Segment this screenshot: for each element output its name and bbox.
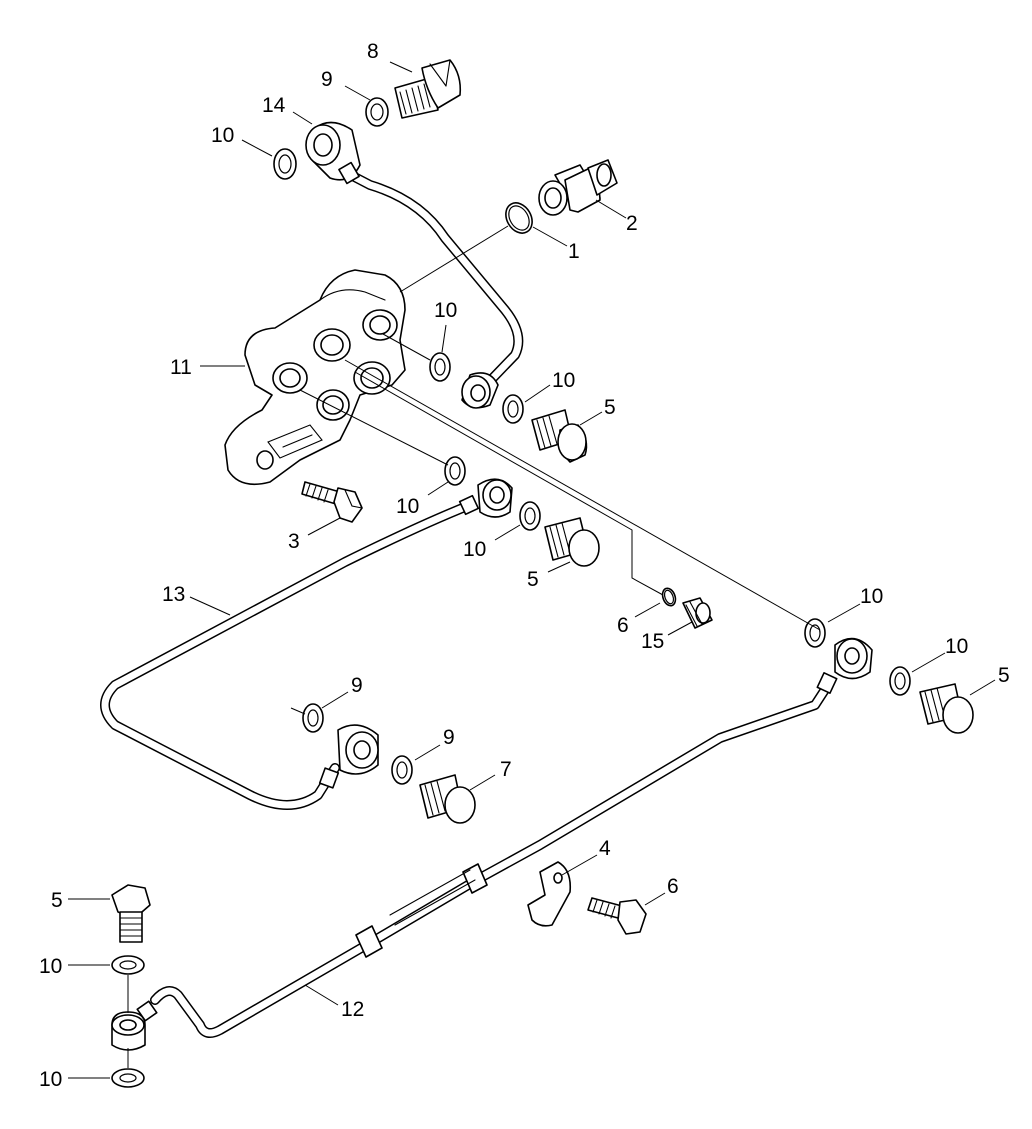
callout-9: 9 <box>321 68 333 91</box>
leader-lines <box>68 61 996 1079</box>
callout-13: 13 <box>162 583 185 606</box>
callout-10: 10 <box>39 955 62 978</box>
callout-11: 11 <box>170 356 192 379</box>
banjo-bolt-5-b <box>544 517 600 567</box>
callout-6: 6 <box>667 875 679 898</box>
callout-2: 2 <box>626 212 638 235</box>
callout-labels: 1 2 8 9 14 10 11 10 10 5 10 10 5 3 13 6 … <box>39 40 1010 1091</box>
callout-5: 5 <box>527 568 539 591</box>
fitting-2 <box>538 159 618 216</box>
clip-4 <box>527 861 572 927</box>
bolt-6-lower <box>587 897 647 935</box>
callout-14: 14 <box>262 94 286 117</box>
callout-5: 5 <box>604 396 616 419</box>
callout-9: 9 <box>351 674 363 697</box>
callout-8: 8 <box>367 40 379 63</box>
callout-5: 5 <box>998 664 1010 687</box>
banjo-bolt-5-a <box>531 409 588 463</box>
pipe-14 <box>305 121 524 409</box>
banjo-bolt-7 <box>419 774 476 824</box>
pipe-12 <box>111 637 873 1051</box>
callout-10: 10 <box>945 635 968 658</box>
callout-10: 10 <box>552 369 575 392</box>
callout-10: 10 <box>396 495 419 518</box>
callout-10: 10 <box>463 538 486 561</box>
banjo-bolt-8 <box>394 59 462 119</box>
callout-9: 9 <box>443 726 455 749</box>
callout-5: 5 <box>51 889 63 912</box>
callout-10: 10 <box>211 124 234 147</box>
callout-6: 6 <box>617 614 629 637</box>
callout-7: 7 <box>500 758 512 781</box>
callout-3: 3 <box>288 530 300 553</box>
plug-15 <box>682 597 713 629</box>
callout-10: 10 <box>39 1068 62 1091</box>
banjo-bolt-5-c <box>919 683 974 734</box>
pipe-13 <box>100 478 513 810</box>
callout-15: 15 <box>641 630 664 653</box>
banjo-bolt-5-d <box>111 884 151 943</box>
callout-4: 4 <box>599 837 611 860</box>
center-lines <box>127 225 821 1068</box>
distribution-block-11 <box>224 269 406 486</box>
callout-12: 12 <box>341 998 364 1021</box>
washers <box>111 97 911 1088</box>
callout-10: 10 <box>434 299 457 322</box>
bolt-3 <box>301 481 363 523</box>
callout-1: 1 <box>568 240 580 263</box>
callout-10: 10 <box>860 585 883 608</box>
